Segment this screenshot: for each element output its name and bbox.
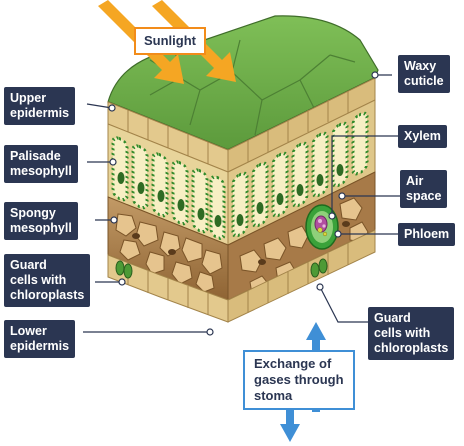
label-palisade-mesophyll: Palisade mesophyll: [4, 145, 78, 183]
label-xylem: Xylem: [398, 125, 447, 148]
upper-epidermis-band: [107, 77, 376, 173]
label-upper-epidermis: Upper epidermis: [4, 87, 76, 125]
vascular-bundle: [305, 204, 339, 250]
leader-lines: [83, 71, 400, 336]
label-guard-cells-right: Guard cells with chloroplasts: [368, 307, 455, 360]
palisade-mesophyll-layer: [107, 99, 376, 246]
label-waxy-cuticle: Waxy cuticle: [398, 55, 450, 93]
label-lower-epidermis: Lower epidermis: [4, 320, 76, 358]
label-exchange-of-gases: Exchange of gases through stoma: [243, 350, 355, 410]
label-spongy-mesophyll: Spongy mesophyll: [4, 202, 78, 240]
label-air-space: Air space: [400, 170, 448, 208]
label-guard-cells-left: Guard cells with chloroplasts: [4, 254, 91, 307]
label-sunlight: Sunlight: [134, 27, 206, 55]
spongy-mesophyll-layer: [107, 171, 376, 301]
lower-epidermis-band: [107, 229, 376, 323]
label-phloem: Phloem: [398, 223, 456, 246]
